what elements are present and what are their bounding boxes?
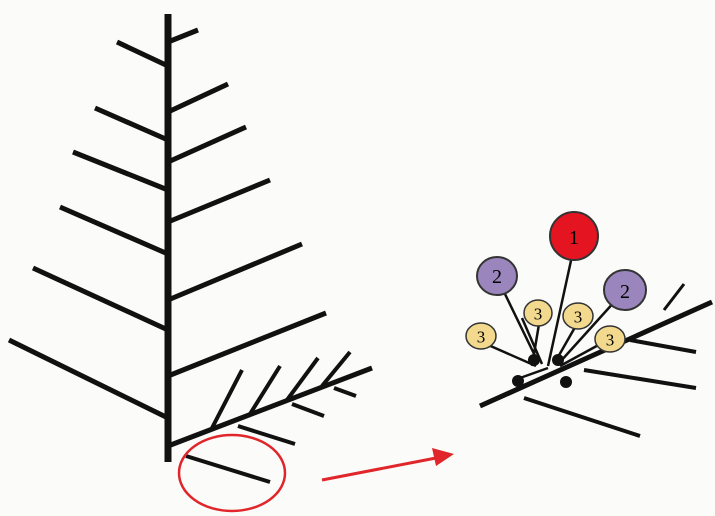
right-branch [168, 84, 228, 112]
arrow-shaft [322, 458, 436, 480]
sub-branch [292, 404, 324, 416]
ball-label: 2 [620, 281, 630, 303]
ball-3: 3 [563, 303, 593, 329]
bud [560, 376, 572, 388]
left-branch [95, 108, 168, 140]
bud [528, 354, 540, 366]
left-branch [73, 152, 168, 190]
right-branch [168, 313, 326, 376]
detail-stalk [664, 284, 684, 310]
left-branch [9, 340, 168, 418]
ball-2-right: 2 [604, 270, 646, 310]
left-branch [33, 268, 168, 330]
bud [512, 375, 524, 387]
ball-label: 2 [492, 266, 502, 288]
right-branch [168, 127, 246, 162]
detail-axis [480, 302, 712, 406]
ball-3: 3 [524, 300, 552, 326]
ball-label: 3 [606, 331, 615, 350]
sub-branch [334, 388, 356, 396]
ball-1: 1 [550, 212, 598, 260]
bud [552, 354, 564, 366]
right-branch [168, 30, 198, 42]
right-branch [168, 180, 270, 222]
left-branch [117, 42, 168, 66]
left-branch [60, 207, 168, 254]
ball-3: 3 [466, 323, 496, 349]
ball-3: 3 [595, 326, 625, 352]
tree [9, 14, 372, 482]
ball-label: 1 [569, 227, 579, 249]
zoom-arrow [322, 448, 454, 480]
detail-stalk [584, 370, 696, 388]
ball-label: 3 [477, 328, 486, 347]
right-branch [168, 244, 302, 300]
sub-branch [238, 426, 295, 444]
connector [486, 344, 536, 366]
zoomed-detail: 1 2 2 3 3 3 3 [466, 212, 712, 436]
highlight-circle [179, 435, 285, 511]
arrow-head [432, 448, 454, 466]
detail-stalk [524, 398, 640, 436]
ball-label: 3 [534, 305, 543, 324]
ball-2-left: 2 [477, 257, 517, 295]
detail-stalk [630, 340, 696, 352]
highlighted-branch [186, 456, 270, 482]
ball-label: 3 [574, 308, 583, 327]
